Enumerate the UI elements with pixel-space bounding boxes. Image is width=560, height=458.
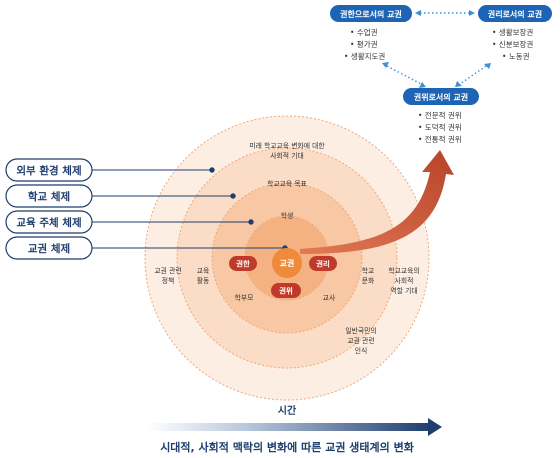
box-item: • 전통적 권위 (418, 134, 462, 144)
ring-label-policy-2: 정책 (162, 276, 175, 285)
box-title: 권리로서의 교권 (488, 9, 542, 19)
ring-label-edu-activity-1: 교육 (197, 267, 210, 275)
ring-label-future-expectation-1: 미래 학교교육 변화에 대한 (249, 141, 324, 150)
left-label-teacher-rights: 교권 체제 (5, 236, 93, 260)
box-item: • 도덕적 권위 (418, 122, 462, 132)
ring-label-edu-activity-2: 활동 (197, 276, 210, 285)
ring-label-student: 학생 (281, 211, 294, 220)
box-authority-teacher-rights: 권한으로서의 교권 • 수업권 • 평가권 • 생활지도권 (330, 5, 412, 61)
core-pill-rights: 권리 (309, 256, 337, 271)
ring-label-teacher: 교사 (323, 293, 336, 302)
ring-label-school-culture-2: 문화 (362, 277, 375, 285)
ring-label-social-role-1: 학교교육의 (388, 266, 419, 275)
ring-label-public-perception-3: 인식 (355, 346, 368, 355)
figure-caption: 시대적, 사회적 맥락의 변화에 따른 교권 생태계의 변화 (160, 440, 414, 454)
left-label-text: 교권 체제 (28, 242, 70, 255)
left-connectors (92, 167, 288, 251)
core-circle (272, 248, 302, 278)
box-rights-teacher-rights: 권리로서의 교권 • 생활보장권 • 신분보장권 • 노동권 (478, 5, 552, 61)
left-label-text: 학교 체제 (28, 190, 70, 203)
ring-label-public-perception-1: 일반국민의 (345, 326, 376, 335)
ring-label-school-culture-1: 학교 (362, 266, 375, 275)
box-title: 권위로서의 교권 (414, 92, 468, 102)
box-item: • 노동권 (502, 52, 530, 61)
box-connectors (382, 10, 491, 88)
box-item: • 신분보장권 (492, 39, 533, 49)
box-item: • 생활지도권 (344, 51, 385, 61)
ring-label-school-goal: 학교교육 목표 (267, 179, 307, 188)
box-item: • 전문적 권위 (418, 110, 462, 120)
core-label: 교권 (280, 258, 295, 268)
ring-label-social-role-3: 역할 기대 (390, 286, 417, 295)
core-pill-text: 권위 (279, 286, 293, 296)
ring-label-policy-1: 교권 관련 (154, 266, 181, 275)
left-label-text: 교육 주체 체제 (16, 216, 81, 229)
core-pill-prestige: 권위 (271, 283, 301, 298)
box-item: • 생활보장권 (492, 27, 533, 37)
box-prestige-teacher-rights: 권위로서의 교권 • 전문적 권위 • 도덕적 권위 • 전통적 권위 (403, 88, 479, 144)
ring-label-parent: 학부모 (235, 293, 254, 302)
box-title: 권한으로서의 교권 (340, 9, 402, 19)
core-pill-authority: 권한 (229, 256, 257, 271)
core-pill-text: 권리 (316, 259, 330, 269)
left-label-text: 외부 환경 체제 (16, 164, 81, 177)
ring-label-future-expectation-2: 사회적 기대 (270, 151, 303, 160)
left-label-school: 학교 체제 (5, 184, 93, 208)
left-label-subjects: 교육 주체 체제 (5, 210, 93, 234)
ring-label-social-role-2: 사회적 (395, 276, 414, 285)
ring-label-public-perception-2: 교권 관련 (347, 336, 374, 345)
left-label-external: 외부 환경 체제 (5, 158, 93, 182)
box-item: • 평가권 (350, 39, 378, 49)
time-label: 시간 (278, 404, 297, 417)
growth-arrow (300, 150, 454, 254)
box-item: • 수업권 (350, 28, 378, 37)
time-arrow (148, 418, 442, 436)
core-pill-text: 권한 (236, 259, 250, 269)
